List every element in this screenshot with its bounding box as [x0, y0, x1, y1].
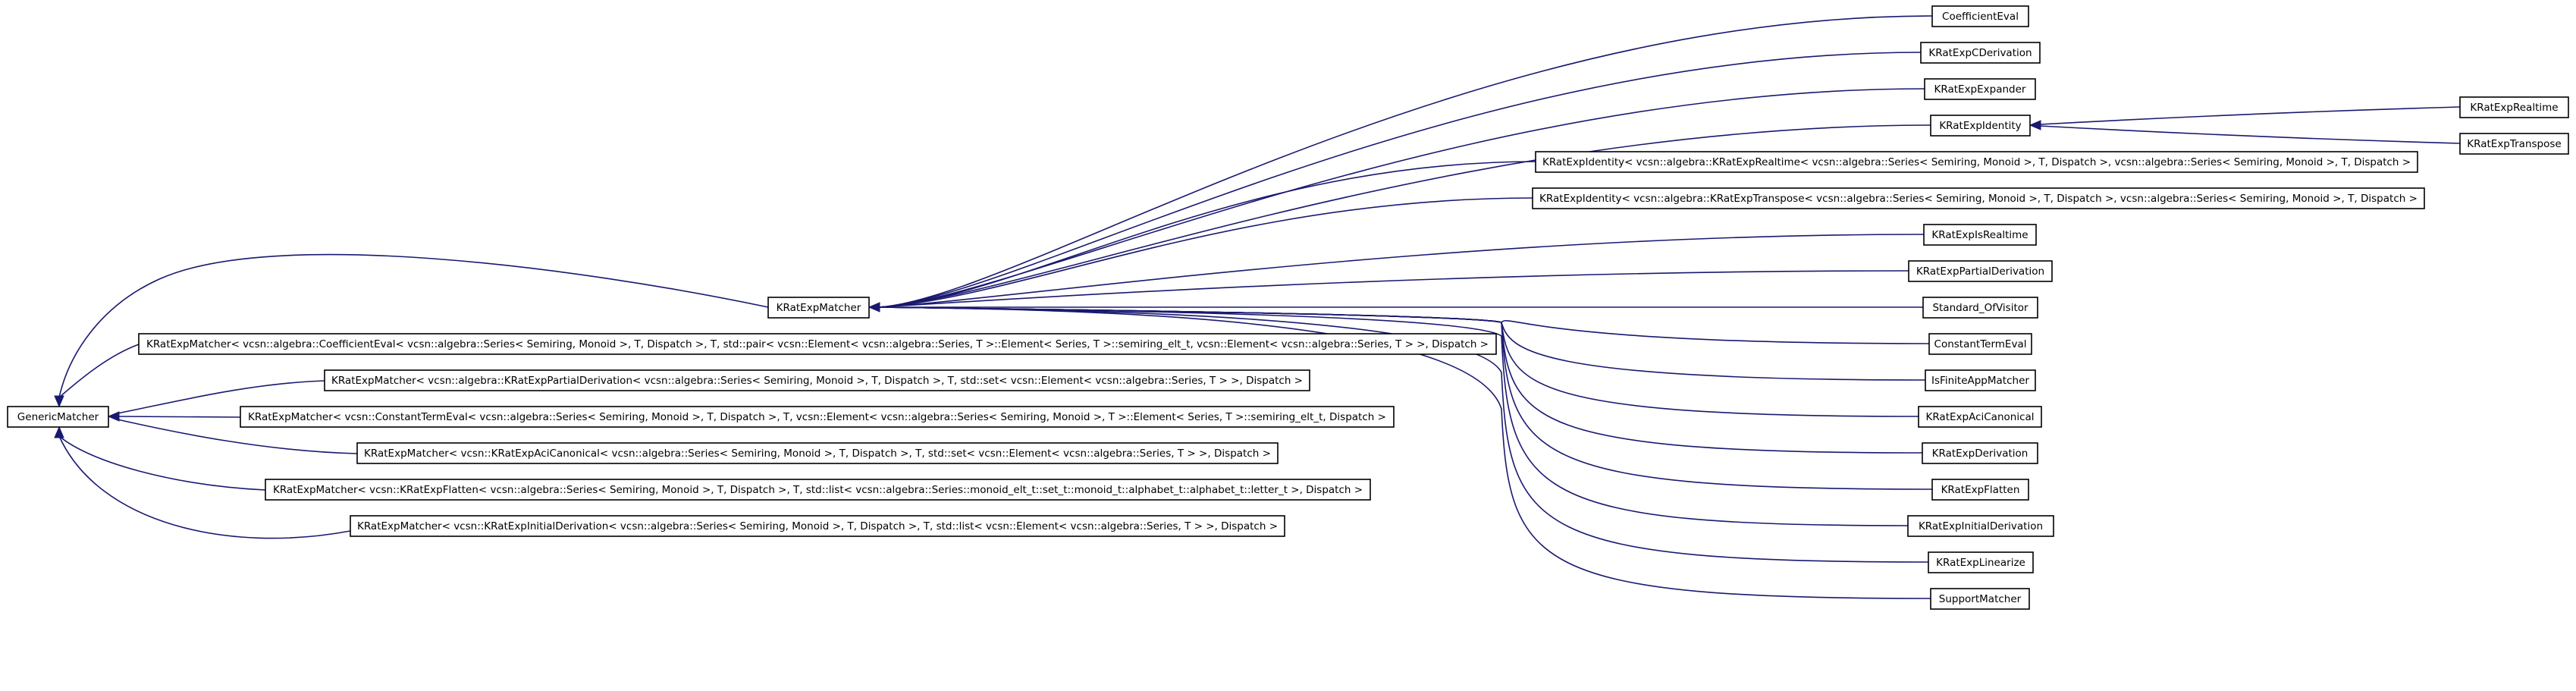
edge-m-constant-to-generic	[117, 416, 241, 418]
node-kratexp-flatten[interactable]: KRatExpFlatten	[1931, 479, 2029, 501]
svg-text:SupportMatcher: SupportMatcher	[1939, 593, 2022, 605]
node-identity-transpose[interactable]: KRatExpIdentity< vcsn::algebra::KRatExpT…	[1532, 187, 2425, 209]
svg-text:Standard_OfVisitor: Standard_OfVisitor	[1932, 302, 2028, 314]
svg-text:CoefficientEval: CoefficientEval	[1942, 11, 2019, 23]
edge-m-flatten-to-generic	[58, 435, 266, 491]
edge-support-matcher-to-matcher	[878, 306, 1931, 599]
node-kratexp-derivation[interactable]: KRatExpDerivation	[1922, 442, 2038, 464]
svg-text:KRatExpAciCanonical: KRatExpAciCanonical	[1925, 411, 2034, 423]
edge-transpose-to-identity	[2039, 125, 2461, 144]
svg-text:KRatExpIsRealtime: KRatExpIsRealtime	[1931, 229, 2028, 241]
node-kratexp-expander[interactable]: KRatExpExpander	[1924, 78, 2036, 100]
node-standard-ofvisitor[interactable]: Standard_OfVisitor	[1922, 297, 2038, 319]
arrowhead-generic-top	[54, 395, 64, 408]
node-matcher-flatten[interactable]: KRatExpMatcher< vcsn::KRatExpFlatten< vc…	[265, 479, 1371, 501]
edge-realtime-to-identity	[2039, 106, 2461, 125]
edge-identity-to-matcher	[878, 124, 1931, 308]
class-nodes: GenericMatcher KRatExpMatcher KRatExpMat…	[7, 5, 2569, 610]
svg-text:KRatExpIdentity< vcsn::algebra: KRatExpIdentity< vcsn::algebra::KRatExpT…	[1539, 193, 2418, 205]
arrowhead-matcher	[868, 302, 880, 313]
node-kratexp-identity[interactable]: KRatExpIdentity	[1930, 115, 2031, 137]
node-identity-realtime[interactable]: KRatExpIdentity< vcsn::algebra::KRatExpR…	[1535, 151, 2418, 173]
svg-text:KRatExpMatcher< vcsn::algebra:: KRatExpMatcher< vcsn::algebra::KRatExpPa…	[331, 375, 1303, 387]
node-generic-matcher[interactable]: GenericMatcher	[7, 406, 109, 428]
node-matcher-constant-term-eval[interactable]: KRatExpMatcher< vcsn::ConstantTermEval< …	[240, 406, 1395, 428]
svg-text:KRatExpLinearize: KRatExpLinearize	[1936, 557, 2025, 569]
edge-kratexp-matcher-to-generic	[58, 253, 769, 398]
edge-identity-transpose-to-matcher	[878, 197, 1533, 308]
edge-m-aci-to-generic	[117, 419, 358, 454]
node-isfinite-app-matcher[interactable]: IsFiniteAppMatcher	[1925, 369, 2036, 391]
node-matcher-partial-derivation[interactable]: KRatExpMatcher< vcsn::algebra::KRatExpPa…	[324, 369, 1310, 391]
arrowhead-identity	[2028, 120, 2041, 130]
inheritance-arrowheads	[54, 120, 2041, 438]
svg-text:KRatExpIdentity: KRatExpIdentity	[1939, 120, 2021, 132]
svg-text:KRatExpMatcher< vcsn::KRatExpF: KRatExpMatcher< vcsn::KRatExpFlatten< vc…	[273, 484, 1363, 496]
arrowhead-generic-bottom	[54, 426, 64, 438]
node-constant-term-eval[interactable]: ConstantTermEval	[1928, 333, 2032, 355]
svg-text:ConstantTermEval: ConstantTermEval	[1934, 338, 2027, 350]
svg-text:KRatExpDerivation: KRatExpDerivation	[1932, 448, 2028, 460]
svg-text:KRatExpMatcher< vcsn::Constant: KRatExpMatcher< vcsn::ConstantTermEval< …	[248, 411, 1386, 423]
svg-text:KRatExpTranspose: KRatExpTranspose	[2467, 138, 2561, 150]
node-kratexp-initial-derivation[interactable]: KRatExpInitialDerivation	[1907, 515, 2054, 537]
edge-isrealtime-to-matcher	[878, 234, 1925, 308]
arrowhead-generic-right	[107, 411, 120, 422]
edge-partial-derivation-to-matcher	[878, 270, 1909, 308]
node-kratexp-linearize[interactable]: KRatExpLinearize	[1928, 551, 2034, 573]
edge-cderivation-to-matcher	[878, 52, 1922, 308]
node-matcher-initial-derivation[interactable]: KRatExpMatcher< vcsn::KRatExpInitialDeri…	[350, 515, 1285, 537]
node-kratexp-partial-derivation[interactable]: KRatExpPartialDerivation	[1908, 260, 2053, 282]
svg-text:KRatExpMatcher: KRatExpMatcher	[777, 302, 861, 314]
node-kratexp-cderivation[interactable]: KRatExpCDerivation	[1920, 42, 2041, 64]
edge-coefficient-eval-to-matcher	[878, 15, 1933, 308]
svg-text:KRatExpMatcher< vcsn::KRatExpI: KRatExpMatcher< vcsn::KRatExpInitialDeri…	[357, 520, 1278, 532]
svg-text:KRatExpInitialDerivation: KRatExpInitialDerivation	[1919, 520, 2043, 532]
edge-m-coeff-to-generic	[58, 344, 140, 398]
edge-m-partial-to-generic	[117, 380, 325, 414]
svg-text:KRatExpMatcher< vcsn::algebra:: KRatExpMatcher< vcsn::algebra::Coefficie…	[146, 338, 1489, 350]
svg-text:KRatExpFlatten: KRatExpFlatten	[1941, 484, 2020, 496]
edge-identity-realtime-to-matcher	[878, 161, 1536, 308]
svg-text:KRatExpCDerivation: KRatExpCDerivation	[1928, 47, 2032, 59]
node-kratexp-matcher[interactable]: KRatExpMatcher	[767, 297, 870, 319]
node-matcher-coefficient-eval[interactable]: KRatExpMatcher< vcsn::algebra::Coefficie…	[138, 333, 1497, 355]
node-kratexp-aci-canonical[interactable]: KRatExpAciCanonical	[1918, 406, 2042, 428]
svg-text:KRatExpIdentity< vcsn::algebra: KRatExpIdentity< vcsn::algebra::KRatExpR…	[1542, 156, 2411, 168]
svg-text:KRatExpExpander: KRatExpExpander	[1934, 83, 2026, 96]
node-matcher-aci-canonical[interactable]: KRatExpMatcher< vcsn::KRatExpAciCanonica…	[356, 442, 1279, 464]
svg-text:KRatExpPartialDerivation: KRatExpPartialDerivation	[1916, 265, 2044, 278]
node-kratexp-isrealtime[interactable]: KRatExpIsRealtime	[1923, 224, 2037, 246]
svg-text:KRatExpRealtime: KRatExpRealtime	[2470, 102, 2558, 114]
node-kratexp-transpose[interactable]: KRatExpTranspose	[2459, 133, 2569, 155]
inheritance-edges	[58, 15, 2461, 599]
node-coefficient-eval[interactable]: CoefficientEval	[1931, 5, 2029, 27]
node-support-matcher[interactable]: SupportMatcher	[1930, 588, 2030, 610]
svg-text:KRatExpMatcher< vcsn::KRatExpA: KRatExpMatcher< vcsn::KRatExpAciCanonica…	[364, 448, 1271, 460]
edge-initial-derivation-to-matcher	[878, 306, 1909, 526]
svg-text:GenericMatcher: GenericMatcher	[17, 411, 99, 423]
node-kratexp-realtime[interactable]: KRatExpRealtime	[2459, 96, 2569, 118]
svg-text:IsFiniteAppMatcher: IsFiniteAppMatcher	[1931, 375, 2029, 387]
edge-linearize-to-matcher	[878, 306, 1929, 563]
edge-m-initial-to-generic	[58, 435, 351, 539]
